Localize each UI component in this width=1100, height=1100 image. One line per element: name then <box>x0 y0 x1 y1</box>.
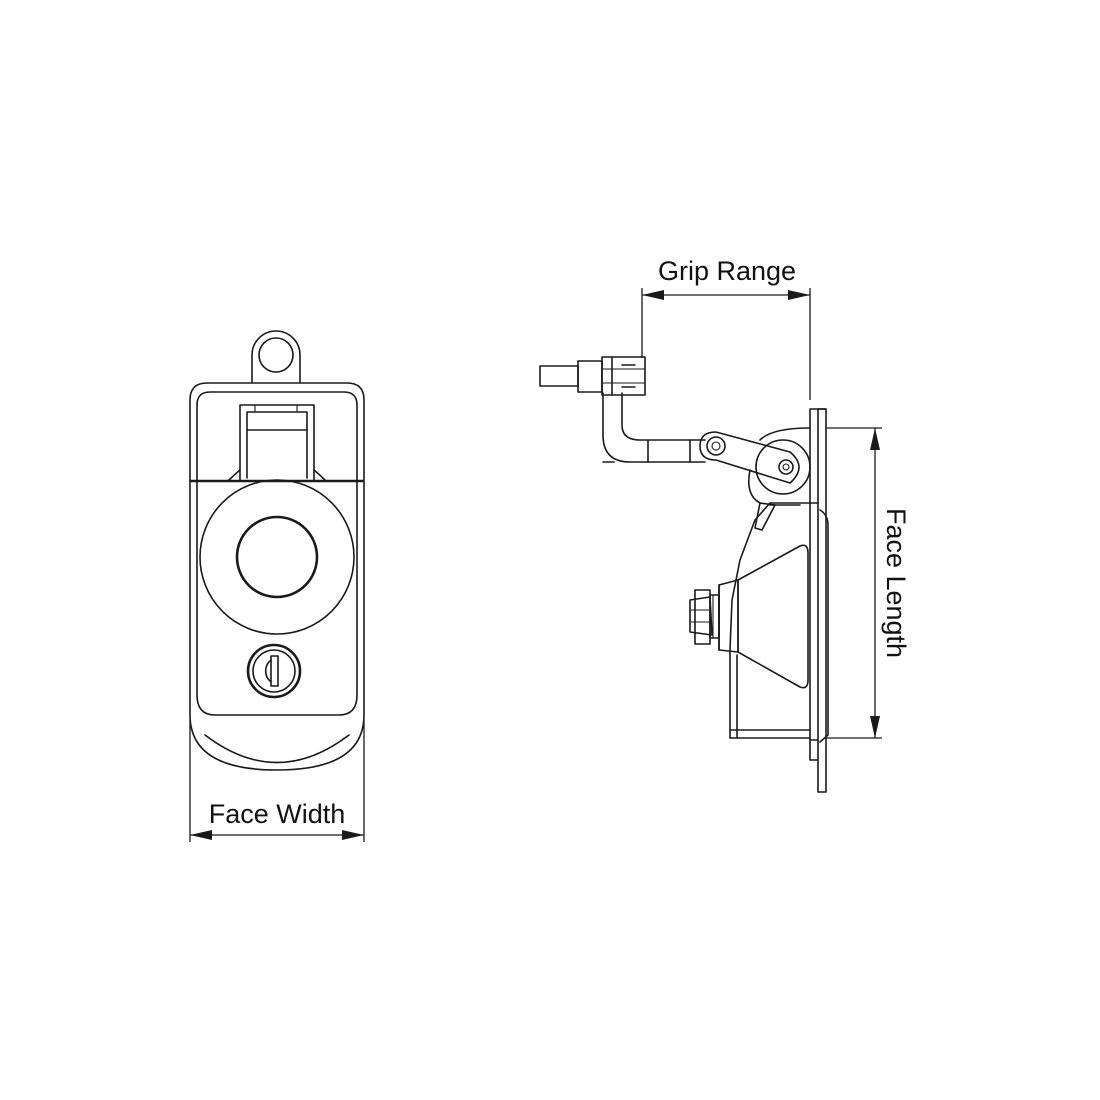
pivot-cam <box>747 427 811 531</box>
face-length-dimension: Face Length <box>826 427 911 739</box>
lever-arm <box>699 431 800 484</box>
mounting-plate <box>809 408 827 793</box>
front-body-outline <box>189 382 365 771</box>
handle-face <box>196 480 358 716</box>
side-view <box>539 356 829 793</box>
grip-arm <box>602 392 706 463</box>
hex-bolt <box>689 589 713 645</box>
key-lock-icon <box>246 643 302 699</box>
face-width-dimension: Face Width <box>189 720 365 842</box>
face-length-label: Face Length <box>881 508 911 658</box>
face-width-label: Face Width <box>209 799 346 829</box>
grip-range-dimension: Grip Range <box>641 256 811 400</box>
push-button <box>199 479 355 635</box>
trigger-flap <box>227 404 327 482</box>
top-tab <box>251 330 301 383</box>
lock-cone <box>709 544 809 689</box>
front-view <box>189 330 365 771</box>
grip-nut <box>539 356 646 396</box>
grip-range-label: Grip Range <box>658 256 796 286</box>
housing <box>729 502 829 743</box>
front-body-inner <box>196 391 358 481</box>
bottom-sweep <box>204 734 350 764</box>
